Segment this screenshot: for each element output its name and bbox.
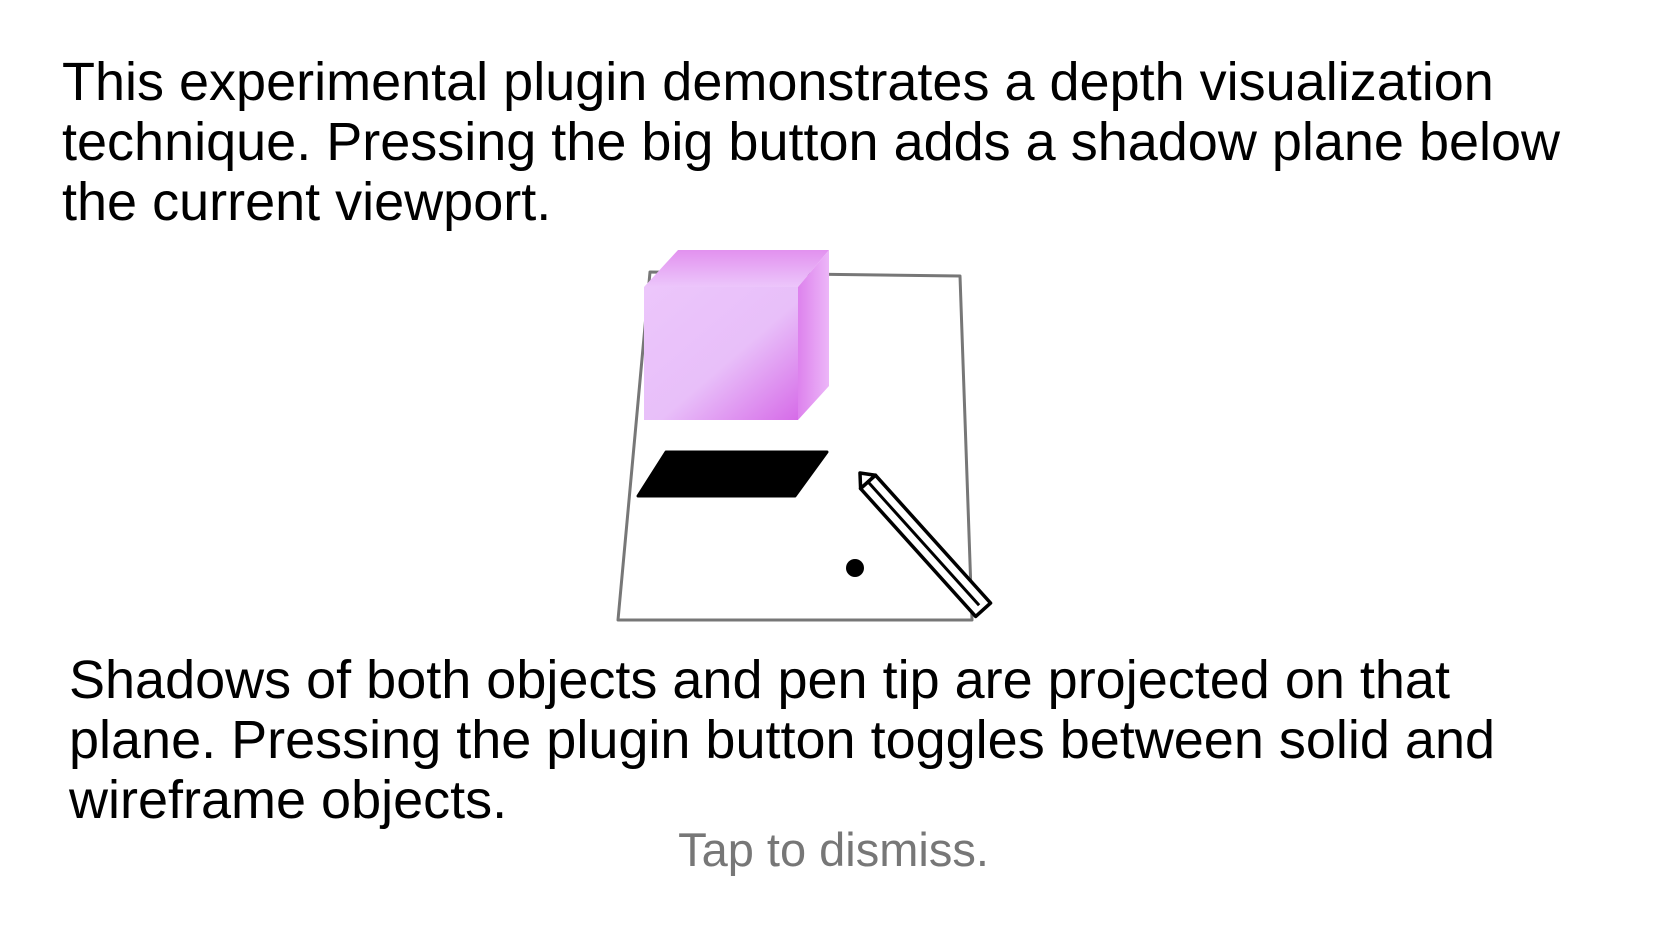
depth-illustration-graphic bbox=[616, 250, 993, 622]
pen-icon bbox=[858, 471, 993, 619]
pen-tip-shadow-icon bbox=[846, 559, 864, 577]
cube-icon bbox=[644, 250, 829, 420]
shadow-plane-icon bbox=[616, 270, 974, 622]
dismiss-hint[interactable]: Tap to dismiss. bbox=[678, 823, 989, 876]
intro-text: This experimental plugin demonstrates a … bbox=[62, 52, 1561, 232]
depth-illustration bbox=[600, 240, 1000, 630]
cube-shadow-icon bbox=[636, 450, 829, 498]
outro-text: Shadows of both objects and pen tip are … bbox=[69, 650, 1496, 830]
